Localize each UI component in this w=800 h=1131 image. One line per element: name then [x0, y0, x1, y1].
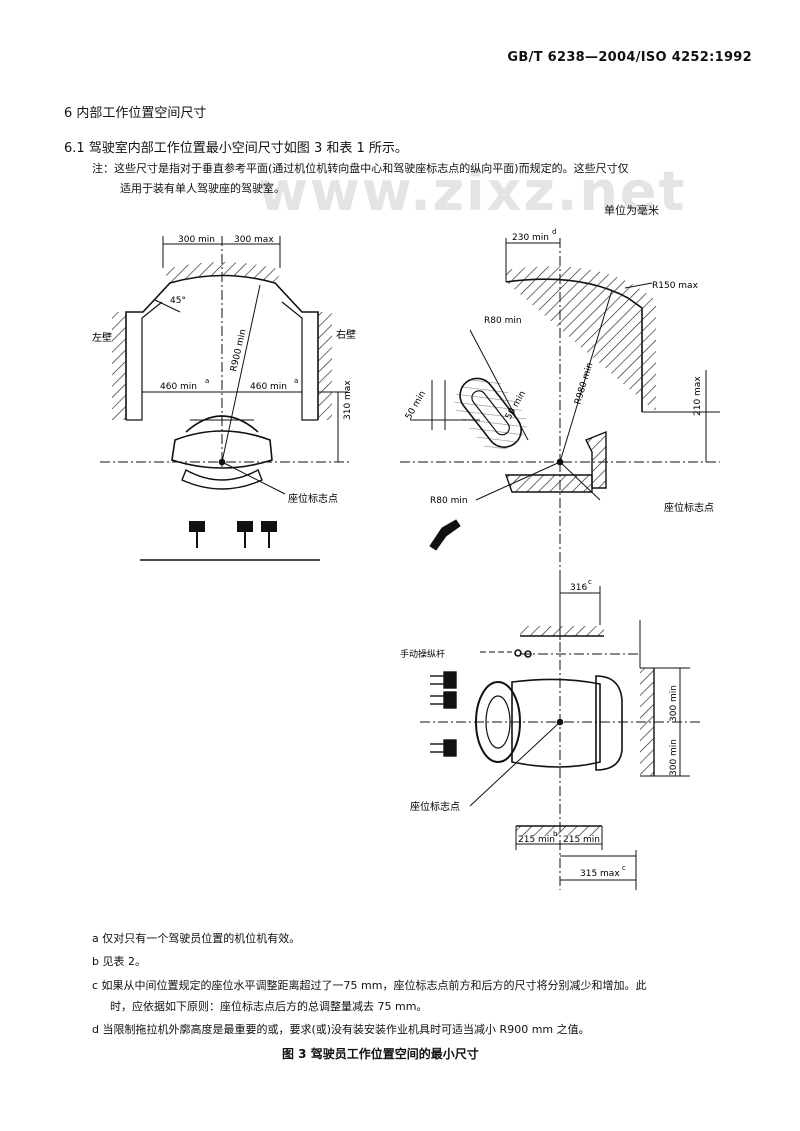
plan-sup-c2: c [622, 864, 626, 872]
footnote-c-line1: c 如果从中间位置规定的座位水平调整距离超过了一75 mm，座位标志点前方和后方… [92, 979, 647, 992]
side-height: 210 max [693, 376, 703, 416]
front-dim-top-left: 300 min [178, 235, 215, 245]
side-radius-small: R80 min [484, 316, 522, 326]
front-dim-left: 460 min [160, 382, 197, 392]
front-angle: 45° [170, 296, 186, 306]
front-dim-top-right: 300 max [234, 235, 274, 245]
front-dim-right: 460 min [250, 382, 287, 392]
side-seat-ref: 座位标志点 [664, 501, 714, 514]
plan-dim-b1: 215 min [518, 835, 555, 845]
left-wall-label: 左壁 [92, 331, 112, 344]
plan-dim-v2: 300 min [669, 739, 679, 776]
side-radius-main: R980 min [573, 362, 595, 406]
side-sup-d: d [552, 228, 556, 236]
plan-dim-top: 316 [570, 583, 587, 593]
plan-sup-c: c [588, 578, 592, 586]
plan-dim-v1: 300 min [669, 685, 679, 722]
standard-number: GB/T 6238—2004/ISO 4252:1992 [507, 50, 752, 65]
note-line-1: 注：这些尺寸是指对于垂直参考平面(通过机位机转向盘中心和驾驶座标志点的纵向平面)… [92, 162, 629, 175]
plan-view [420, 578, 700, 890]
units-label: 单位为毫米 [604, 204, 659, 217]
footnote-c-line2: 时，应依据如下原则：座位标志点后方的总调整量减去 75 mm。 [110, 1000, 428, 1013]
footnote-b: b 见表 2。 [92, 955, 146, 968]
plan-sup-b: b [553, 830, 558, 838]
front-seat-ref: 座位标志点 [288, 492, 338, 505]
plan-seat-ref: 座位标志点 [410, 800, 460, 813]
plan-dim-b2: 215 min [563, 835, 600, 845]
front-sup-a-1: a [205, 377, 209, 385]
plan-dim-bottom: 315 max [580, 869, 620, 879]
footnote-d: d 当限制拖拉机外廓高度是最重要的或，要求(或)没有装安装作业机具时可适当减小 … [92, 1023, 590, 1036]
front-height: 310 max [343, 380, 353, 420]
note-line-2: 适用于装有单人驾驶座的驾驶室。 [120, 182, 285, 195]
side-radius-low: R80 min [430, 496, 468, 506]
footnote-a: a 仅对只有一个驾驶员位置的机位机有效。 [92, 932, 301, 945]
front-view [100, 236, 350, 561]
front-sup-a-2: a [294, 377, 298, 385]
watermark: www.zixz.net [258, 160, 687, 223]
plan-lever-label: 手动操纵杆 [400, 648, 445, 660]
side-dim-top: 230 min [512, 233, 549, 243]
section-title: 6 内部工作位置空间尺寸 [64, 106, 207, 121]
side-radius-max: R150 max [652, 281, 699, 291]
side-view [400, 238, 720, 890]
subsection-title: 6.1 驾驶室内部工作位置最小空间尺寸如图 3 和表 1 所示。 [64, 141, 408, 156]
figure-caption: 图 3 驾驶员工作位置空间的最小尺寸 [282, 1047, 479, 1061]
side-dim-50: 50 min [404, 389, 428, 421]
right-wall-label: 右壁 [336, 328, 356, 341]
